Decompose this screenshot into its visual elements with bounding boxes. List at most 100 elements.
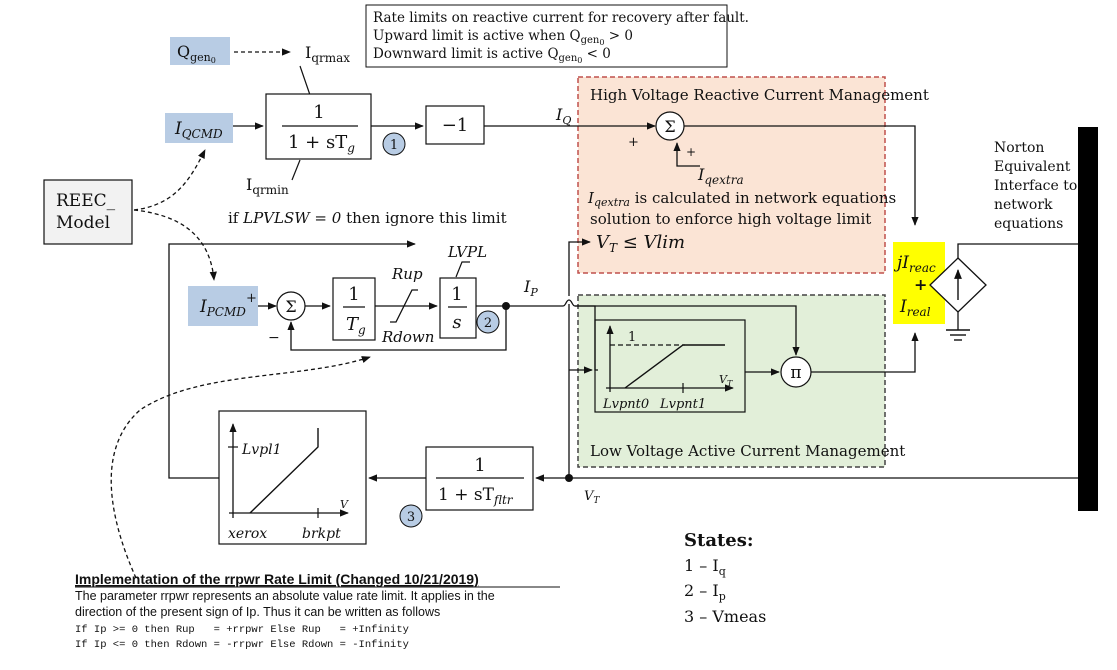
iqextra-note-line-1: Iqextra is calculated in network equatio… xyxy=(587,189,896,209)
iqextra-note-line-2: solution to enforce high voltage limit xyxy=(590,210,871,228)
iqcmd-input-block xyxy=(165,113,233,143)
reec-model-line-1: REEC_ xyxy=(56,191,116,211)
integrator-den: s xyxy=(452,312,461,333)
iqrmax-limit-line xyxy=(299,65,311,96)
integrator-num: 1 xyxy=(451,284,462,305)
impl-line-2: direction of the present sign of Ip. Thu… xyxy=(75,605,440,619)
ip-to-pi xyxy=(575,305,800,356)
rate-limit-note-box xyxy=(365,4,728,68)
iq-label: IQ xyxy=(555,105,571,127)
impl-code-2: If Ip <= 0 then Rdown = -rrpwr Else Rdow… xyxy=(75,639,409,651)
norton-note-4: network xyxy=(994,197,1053,213)
reec-model-line-2: Model xyxy=(56,213,110,233)
lvpl-label: LVPL xyxy=(447,243,487,261)
vt-label: VT xyxy=(584,489,600,506)
norton-ireal: Ireal xyxy=(899,297,931,319)
lvpnt-curve xyxy=(624,344,725,389)
qgen0-input-block xyxy=(170,37,230,65)
impl-title: Implementation of the rrpwr Rate Limit (… xyxy=(75,571,479,587)
hv-management-title: High Voltage Reactive Current Management xyxy=(590,86,929,104)
state-badge-2 xyxy=(476,310,500,334)
lvpnt-vt-label: VT xyxy=(719,373,733,388)
brkpt-label: brkpt xyxy=(302,526,341,542)
ipcmd-label: IPCMD xyxy=(199,297,246,319)
lvpnt0-label: Lvpnt0 xyxy=(602,397,649,412)
reec-to-iqcmd-dashed xyxy=(133,149,206,211)
norton-note-5: equations xyxy=(994,216,1063,232)
neg-one-block xyxy=(425,105,485,145)
rup-label: Rup xyxy=(391,265,423,283)
state-item-2: 2 – Ip xyxy=(684,581,726,603)
neg-one-label: −1 xyxy=(442,115,469,136)
hv-sum-plus-bottom: + xyxy=(686,145,696,159)
vt-to-vlim xyxy=(568,238,591,296)
current-source-top-wire xyxy=(957,243,1080,258)
lpvlsw-note: if LPVLSW = 0 then ignore this limit xyxy=(228,209,507,227)
iqextra-arrow xyxy=(673,142,700,167)
integrator-block xyxy=(439,277,477,339)
tg-den: Tg xyxy=(346,314,366,337)
norton-note-2: Equivalent xyxy=(994,159,1071,175)
hv-sum-plus-left: + xyxy=(628,135,639,150)
lvpl-v-label: V xyxy=(340,498,349,511)
pi-label: π xyxy=(790,363,801,383)
state-badge-3-label: 3 xyxy=(407,510,415,525)
norton-jireac: jIreac xyxy=(893,253,936,275)
reec-model-block xyxy=(43,179,133,245)
state-badge-3 xyxy=(399,504,423,528)
ip-label: IP xyxy=(523,277,538,299)
lv-management-title: Low Voltage Active Current Management xyxy=(590,442,905,460)
network-bus-bar xyxy=(1078,127,1098,511)
ip-feedback xyxy=(287,306,507,351)
lvpl-to-integrator xyxy=(168,240,416,479)
lvpnt1-label: Lvpnt1 xyxy=(659,397,706,412)
iq-filter-den: 1 + sTg xyxy=(288,132,355,155)
hv-sum-to-norton xyxy=(684,125,919,226)
lvpnt-graph-block xyxy=(594,319,746,413)
note-line-2: Upward limit is active when Qgen0 > 0 xyxy=(373,28,633,47)
norton-plus: + xyxy=(914,275,927,294)
reec-to-ipcmd-dashed xyxy=(133,209,217,281)
norton-note-3: Interface to xyxy=(994,178,1077,194)
tg-block xyxy=(332,277,376,341)
lvpl1-label: Lvpl1 xyxy=(241,442,282,458)
state-badge-1 xyxy=(382,132,406,156)
vlim-label: VT ≤ Vlim xyxy=(596,232,685,255)
lvpl-curve xyxy=(249,428,319,514)
state-badge-2-label: 2 xyxy=(484,316,492,331)
state-badge-1-label: 1 xyxy=(390,138,398,153)
iqrmax-label: Iqrmax xyxy=(305,43,350,65)
lv-management-region xyxy=(577,294,886,468)
ip-sum-sigma: Σ xyxy=(285,297,296,316)
impl-line-1: The parameter rrpwr represents an absolu… xyxy=(75,589,495,603)
rdown-label: Rdown xyxy=(381,328,434,346)
hv-sum-sigma: Σ xyxy=(664,117,675,136)
iqrmin-label: Iqrmin xyxy=(246,175,289,197)
ip-line-to-lvpnt xyxy=(506,299,598,371)
qgen0-label: Qgen0 xyxy=(177,42,216,65)
state-item-1: 1 – Iq xyxy=(684,556,726,578)
pi-to-norton xyxy=(811,332,919,373)
note-line-1: Rate limits on reactive current for reco… xyxy=(373,10,749,26)
iq-filter-num: 1 xyxy=(313,102,324,123)
vmeas-filter-num: 1 xyxy=(474,455,485,476)
iqextra-label: Iqextra xyxy=(697,165,744,187)
iqcmd-label: IQCMD xyxy=(174,119,223,141)
lvpnt-one-label: 1 xyxy=(628,330,636,345)
lvpl-limit-symbol xyxy=(455,261,470,278)
impl-code-1: If Ip >= 0 then Rup = +rrpwr Else Rup = … xyxy=(75,624,409,636)
ipcmd-input-block xyxy=(188,286,258,326)
hv-management-region xyxy=(577,76,886,274)
tg-num: 1 xyxy=(348,284,359,305)
impl-to-rate-limiter-dashed xyxy=(110,356,371,579)
states-title: States: xyxy=(684,530,754,551)
state-item-3: 3 – Vmeas xyxy=(684,607,766,626)
vmeas-filter-den: 1 + sTfltr xyxy=(438,485,514,507)
lvpl-graph-block xyxy=(218,410,367,545)
xerox-label: xerox xyxy=(228,526,267,542)
iqrmin-limit-line xyxy=(291,159,301,181)
note-line-3: Downward limit is active Qgen0 < 0 xyxy=(373,46,611,65)
ip-sum-plus: + xyxy=(246,291,257,306)
norton-note-1: Norton xyxy=(994,140,1044,156)
